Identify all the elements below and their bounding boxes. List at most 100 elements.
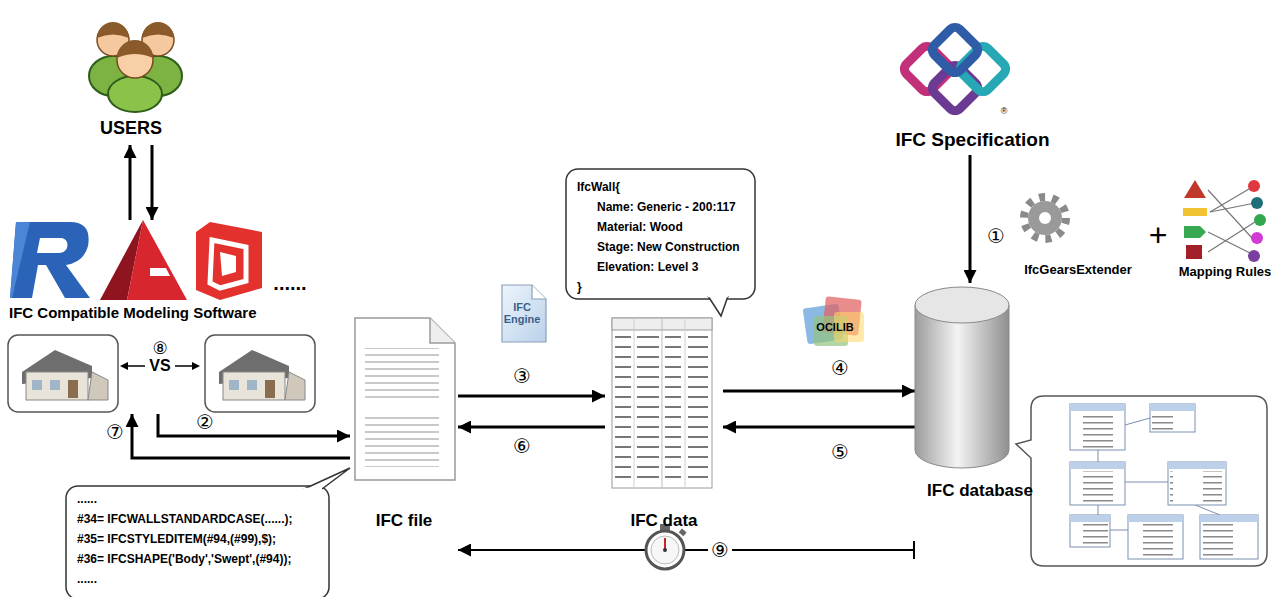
mapping-rules-icon (1210, 186, 1254, 212)
schema-bubble (1072, 471, 1122, 503)
user-icon (117, 40, 153, 58)
database-cylinder (915, 287, 1009, 468)
callout-tail (304, 468, 350, 489)
mapping-rules-icon (1184, 180, 1206, 198)
sketchup-logo (220, 252, 236, 276)
schema-bubble (1202, 524, 1254, 557)
schema-bubble (1070, 404, 1125, 411)
schema-bubble (1070, 515, 1110, 547)
schema-bubble (1125, 418, 1150, 425)
file-icon (365, 412, 443, 467)
mapping-rules-icon (1183, 180, 1266, 262)
flow-arrow (458, 395, 605, 398)
autocad-logo (127, 220, 187, 300)
model-comparison (192, 362, 200, 370)
revit-logo (10, 222, 90, 298)
mapping-rules-icon (1251, 232, 1263, 244)
gear-icon (1028, 201, 1062, 235)
callout-number: ⑨ (708, 539, 732, 561)
schema-bubble (1072, 413, 1122, 448)
callout-tail (304, 468, 350, 489)
schema-bubble (1070, 404, 1258, 522)
autocad-logo (150, 268, 170, 276)
schema-bubble (1072, 413, 1254, 557)
tool-label: IfcGearsExtender (1024, 263, 1132, 277)
node-text: IFC database (919, 481, 1041, 501)
database-node: IFC database (915, 283, 1045, 560)
schema-bubble (1016, 396, 1267, 566)
model-comparison (285, 372, 305, 400)
model-comparison (26, 372, 88, 400)
node-text: ...... (77, 569, 318, 589)
data-node: IFC data (605, 316, 723, 536)
model-comparison (88, 372, 108, 400)
schema-bubble (1168, 462, 1226, 505)
callout-number: ③ (513, 365, 531, 387)
node-text: USERS (80, 118, 182, 140)
model-comparison (68, 380, 78, 398)
flow-arrow (723, 426, 915, 429)
node-text: Stage: New Construction (597, 237, 744, 257)
file-icon (355, 318, 455, 480)
schema-bubble (1128, 515, 1183, 522)
schema-bubble (1070, 404, 1258, 559)
data-table (612, 318, 712, 488)
node-text: IfcWall{ (577, 177, 744, 197)
schema-bubble (1130, 524, 1180, 557)
callout-number: ④ (831, 357, 849, 379)
schema-bubble (1070, 404, 1125, 450)
node-text: Name: Generic - 200:117 (597, 197, 744, 217)
model-comparison (205, 335, 315, 412)
schema-bubble (1070, 462, 1125, 505)
callout-number: ① (987, 225, 1005, 247)
model-comparison (120, 362, 128, 370)
node-text: } (577, 277, 744, 297)
user-icon (108, 76, 162, 112)
flow-arrow (458, 549, 915, 551)
file-node: IFC file (350, 316, 458, 560)
mapping-rules-icon (1248, 250, 1260, 262)
mapping-rules-icon (1208, 220, 1258, 252)
schema-bubble (1200, 515, 1258, 559)
user-icon (89, 22, 182, 112)
callout-outline (566, 169, 755, 299)
data-table (634, 318, 635, 488)
model-comparison (32, 380, 42, 390)
interval-tick (913, 541, 915, 559)
file-icon (365, 348, 443, 398)
callout-number: ⑧ (152, 339, 167, 358)
user-icon (97, 22, 129, 38)
mapping-rules-icon (1248, 180, 1260, 192)
schema-bubble (1098, 505, 1099, 515)
model-comparison (50, 380, 60, 390)
plus-sign: + (1149, 218, 1168, 253)
file-icon (355, 318, 455, 480)
flow-arrow (158, 414, 350, 436)
mapping-rules-icon (1183, 208, 1207, 216)
schema-bubble (1070, 462, 1125, 469)
stopwatch-icon (646, 524, 687, 569)
node-text: IFC data (609, 511, 719, 531)
flow-arrow (132, 414, 350, 458)
schema-bubble (1170, 471, 1222, 503)
node-text: IFC Compatible Modeling Software (9, 304, 316, 322)
sketchup-logo (196, 222, 262, 300)
user-icon (142, 22, 174, 38)
schema-bubble (1152, 413, 1192, 430)
node-text: IFC file (354, 511, 454, 531)
schema-bubble (1150, 404, 1195, 411)
mapping-rules-icon (1208, 190, 1252, 238)
data-table (685, 318, 686, 488)
data-table (612, 318, 712, 488)
gear-icon (1024, 197, 1066, 239)
specification-node: IFC Specification (880, 15, 1065, 155)
stopwatch-icon (663, 548, 667, 552)
node-text: ...... (77, 489, 318, 509)
schema-bubble (1072, 524, 1108, 545)
callout-tail (708, 296, 728, 316)
software-group: IFC Compatible Modeling Software (5, 220, 320, 414)
database-cylinder (915, 287, 1009, 323)
stopwatch-icon (646, 531, 684, 569)
flow-arrow (151, 145, 154, 220)
model-comparison (265, 380, 275, 398)
